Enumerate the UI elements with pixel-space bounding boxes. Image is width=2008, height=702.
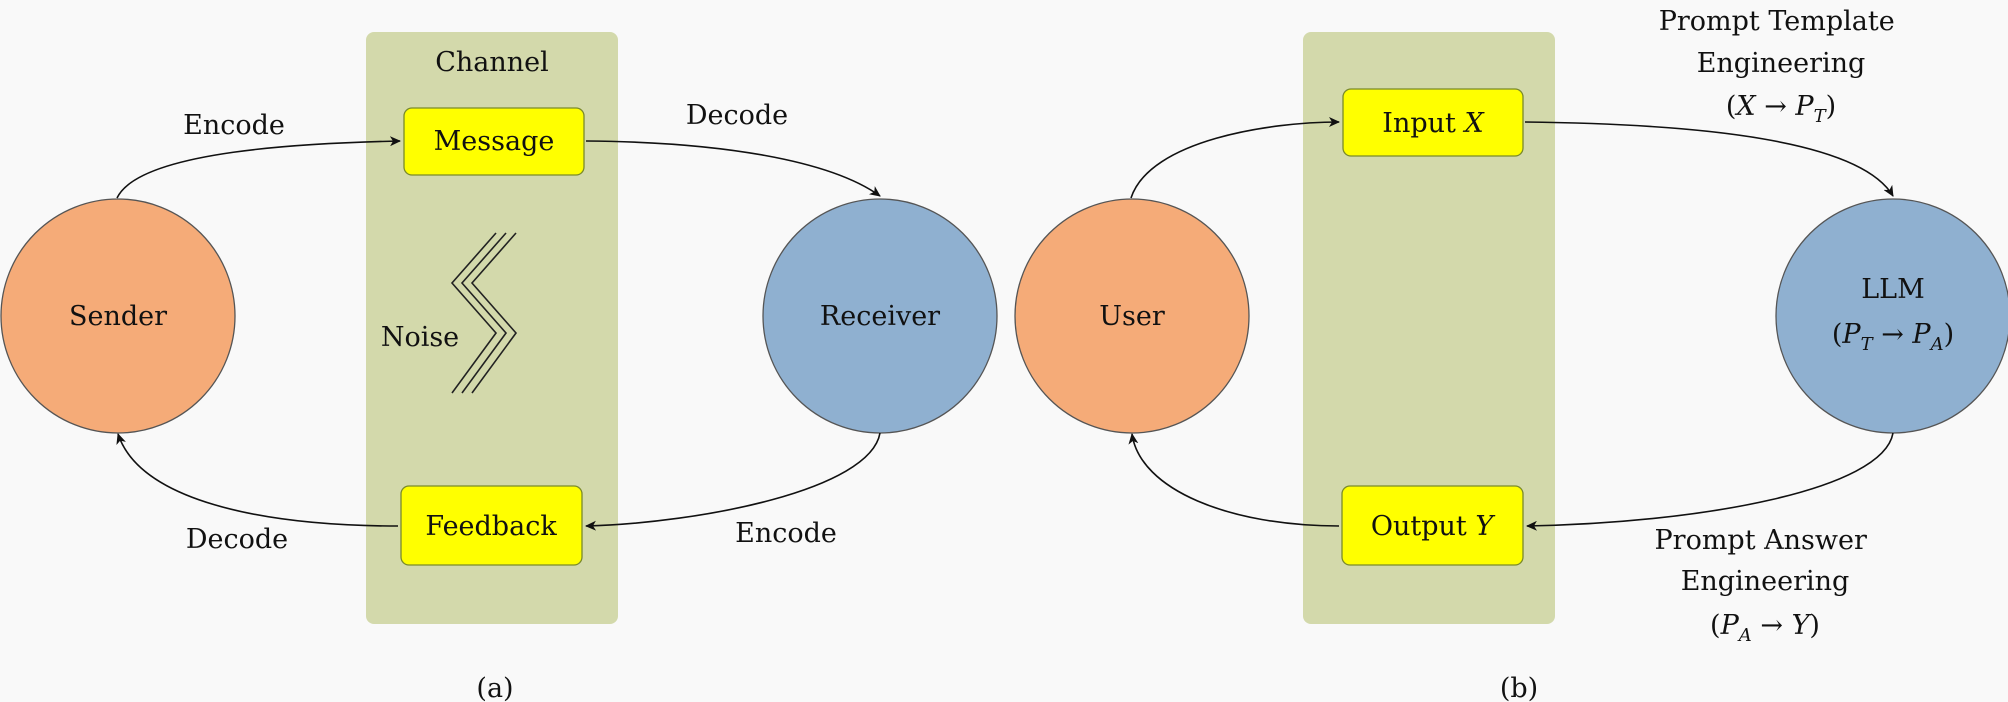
arrow-sender-to-message [116, 136, 401, 199]
output-box [1341, 485, 1524, 566]
receiver-label: Receiver [820, 301, 940, 332]
prompt-template-label: Prompt Template Engineering [1659, 6, 1904, 79]
arrow-user-to-input [1130, 117, 1340, 199]
edge-label-encode-top: Encode [183, 110, 285, 141]
message-box-label: Message [434, 126, 555, 157]
caption-b: (b) [1500, 673, 1538, 702]
interface-band [1303, 32, 1555, 624]
llm-label: LLM [1861, 274, 1925, 305]
user-node [1014, 198, 1250, 434]
message-box [403, 107, 585, 176]
arrow-message-to-receiver [585, 140, 881, 197]
prompt-answer-formula: (PA → Y) [1710, 610, 1820, 646]
input-box [1342, 88, 1524, 157]
edge-label-decode-bottom: Decode [186, 524, 288, 555]
edge-label-decode-top: Decode [686, 100, 788, 131]
arrow-feedback-to-sender [116, 433, 399, 527]
feedback-box [400, 485, 583, 566]
noise-zigzag-icon [450, 232, 518, 394]
panel-a: Channel Sender Receiver Message Feedback… [0, 32, 998, 702]
llm-node [1775, 198, 2008, 434]
panel-b: User LLM (PT → PA) Input X Output Y Prom… [1014, 6, 2008, 702]
noise-label: Noise [381, 322, 459, 353]
input-box-label: Input X [1382, 108, 1485, 139]
llm-formula: (PT → PA) [1832, 319, 1954, 355]
output-box-label: Output Y [1371, 511, 1495, 542]
arrow-receiver-to-feedback [585, 432, 881, 531]
caption-a: (a) [476, 673, 513, 702]
channel-label: Channel [435, 47, 549, 78]
sender-label: Sender [69, 301, 167, 332]
edge-label-encode-bottom: Encode [735, 518, 837, 549]
arrow-input-to-llm [1524, 121, 1894, 197]
arrow-llm-to-output [1526, 432, 1894, 531]
sender-node [0, 198, 236, 434]
user-label: User [1099, 301, 1165, 332]
feedback-box-label: Feedback [425, 511, 557, 542]
prompt-template-formula: (X → PT) [1726, 91, 1836, 127]
prompt-answer-label: Prompt Answer Engineering [1655, 525, 1876, 597]
arrow-output-to-user [1128, 433, 1340, 527]
